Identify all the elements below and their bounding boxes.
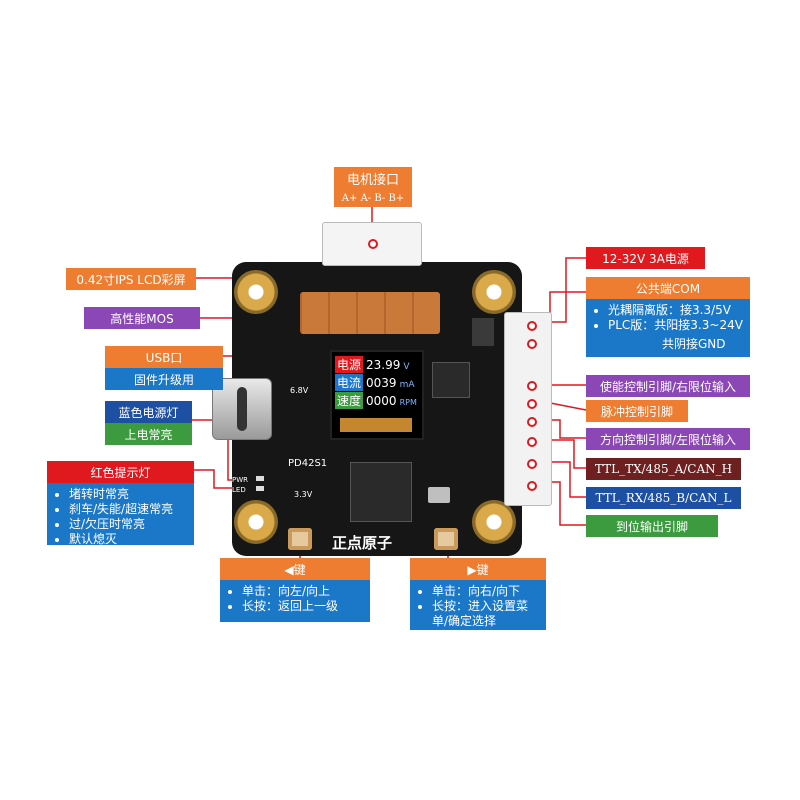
right-key-panel: 单击：向右/向下 长按：进入设置菜 单/确定选择 [410,580,546,630]
lcd-value-speed: 0000 [366,394,397,408]
lcd-row-2: 电流 0039 mA [335,374,415,391]
left-key-panel: 单击：向左/向上 长按：返回上一级 [220,580,370,622]
right-key-line-1: 单击：向右/向下 [432,584,540,599]
connector-pin [527,437,537,447]
usb-desc: 固件升级用 [105,368,223,390]
enable-label: 使能控制引脚/右限位输入 [586,375,750,397]
connector-pin [527,417,537,427]
motor-pin [368,239,378,249]
red-led-title: 红色提示灯 [47,461,194,483]
mount-hole-bottom-right [472,500,516,544]
blue-power-led [256,476,264,481]
connector-pin [527,321,537,331]
left-key-title: ◀键 [220,558,370,580]
com-line-3: 共阴接GND [662,337,726,351]
red-indicator-led [256,486,264,491]
com-panel: 光耦隔离版：接3.3/5V PLC版：共阳接3.3~24V 共阴接GND [586,299,750,357]
mcu-chip [350,462,412,522]
crystal [428,487,450,503]
left-key-switch[interactable] [288,528,312,550]
silk-pwr: PWR [232,476,249,484]
silk-3v3: 3.3V [294,490,313,499]
com-title: 公共端COM [586,277,750,299]
mos-array [300,292,440,334]
side-connector [504,312,552,506]
left-key-line-1: 单击：向左/向上 [242,584,364,599]
lcd-flex-cable [340,418,412,432]
lcd-value-current: 0039 [366,376,397,390]
lcd-label-speed: 速度 [335,392,364,409]
connector-pin [527,339,537,349]
red-led-item: 堵转时常亮 [69,487,188,502]
silk-model: PD42S1 [288,458,328,469]
driver-board: 电源 23.99 V 电流 0039 mA 速度 0000 RPM 正点原子 P… [232,262,522,556]
usb-c-opening [237,387,247,431]
red-led-item: 过/欠压时常亮 [69,517,188,532]
direction-label: 方向控制引脚/左限位输入 [586,428,750,450]
connector-pin [527,459,537,469]
inductor [472,318,494,346]
lcd-label-power: 电源 [335,356,364,373]
connector-pin [527,399,537,409]
silk-brand: 正点原子 [332,534,393,552]
lcd-unit-power: V [403,362,410,372]
lcd-row-3: 速度 0000 RPM [335,392,417,409]
blue-led-desc: 上电常亮 [105,423,192,445]
lcd-value-power: 23.99 [366,358,401,372]
motor-port-title: 电机接口 [334,167,412,189]
ttl-rx-label: TTL_RX/485_B/CAN_L [586,487,741,509]
left-key-line-2: 长按：返回上一级 [242,599,364,614]
motor-connector [322,222,422,266]
connector-pin [527,381,537,391]
silk-led: LED [232,486,246,494]
red-led-item: 默认熄灭 [69,532,188,547]
com-line-1: 光耦隔离版：接3.3/5V [608,303,744,318]
pulse-label: 脉冲控制引脚 [586,400,688,422]
right-key-line-3: 单/确定选择 [432,614,497,628]
com-line-2: PLC版：共阳接3.3~24V [608,318,744,333]
lcd-screen: 电源 23.99 V 电流 0039 mA 速度 0000 RPM [330,350,424,440]
driver-ic [432,362,470,398]
right-key-title: ▶键 [410,558,546,580]
right-key-switch[interactable] [434,528,458,550]
motor-port-pins: A+ A- B- B+ [334,189,412,207]
red-led-panel: 堵转时常亮 刹车/失能/超速常亮 过/欠压时常亮 默认熄灭 [47,483,194,547]
lcd-row-1: 电源 23.99 V [335,356,410,373]
usb-title: USB口 [105,346,223,368]
connector-pin [527,481,537,491]
lcd-label-current: 电流 [335,374,364,391]
mount-hole-bottom-left [234,500,278,544]
arrive-output-label: 到位输出引脚 [586,515,718,537]
mount-hole-top-right [472,270,516,314]
lcd-unit-current: mA [399,380,415,390]
power-label: 12-32V 3A电源 [586,247,705,269]
blue-led-title: 蓝色电源灯 [105,401,192,423]
silk-6v8: 6.8V [290,386,309,395]
mos-label: 高性能MOS [84,307,200,329]
red-led-item: 刹车/失能/超速常亮 [69,502,188,517]
mount-hole-top-left [234,270,278,314]
ttl-tx-label: TTL_TX/485_A/CAN_H [586,458,741,480]
right-key-line-2: 长按：进入设置菜 [432,599,540,614]
lcd-label: 0.42寸IPS LCD彩屏 [66,268,196,290]
lcd-unit-speed: RPM [399,398,417,407]
